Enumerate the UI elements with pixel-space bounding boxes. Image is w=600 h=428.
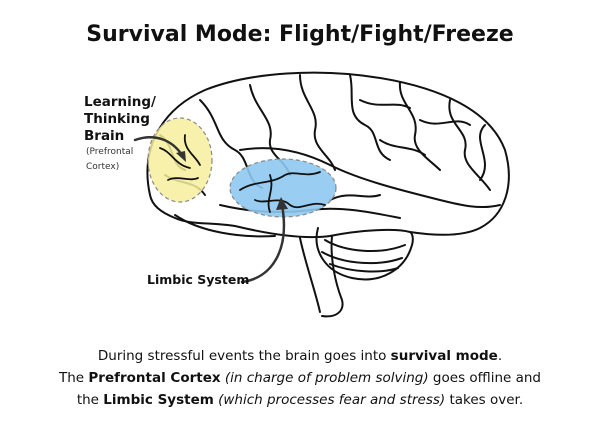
- caption-line-1: During stressful events the brain goes i…: [0, 345, 600, 367]
- label-line: Learning/: [84, 94, 156, 110]
- caption-line-2: The Prefrontal Cortex (in charge of prob…: [0, 367, 600, 389]
- caption-text: The: [58, 370, 89, 386]
- prefrontal-cortex-label: (Prefrontal Cortex): [86, 145, 156, 175]
- prefrontal-arrowhead: [176, 151, 186, 162]
- caption-text: During stressful events the brain goes i…: [97, 348, 391, 364]
- diagram-title: Survival Mode: Flight/Fight/Freeze: [86, 22, 514, 47]
- label-line: Brain: [84, 128, 125, 144]
- caption-bold: Limbic System: [103, 392, 214, 408]
- label-line: (Prefrontal: [86, 147, 134, 157]
- caption-line-3: the Limbic System (which processes fear …: [0, 389, 600, 411]
- limbic-arrowhead: [276, 197, 288, 210]
- caption-text: .: [497, 348, 503, 364]
- label-line: Cortex): [86, 162, 120, 172]
- brain-outline: [146, 71, 510, 239]
- limbic-arrow: [240, 203, 286, 284]
- caption-text: the: [76, 392, 104, 408]
- prefrontal-arrow: [133, 136, 184, 157]
- cerebellum: [315, 227, 414, 281]
- caption-italic: (which processes fear and stress): [213, 392, 446, 408]
- label-line: Thinking: [84, 111, 150, 127]
- caption: During stressful events the brain goes i…: [0, 345, 600, 411]
- caption-italic: (in charge of problem solving): [220, 370, 429, 386]
- caption-text: takes over.: [445, 392, 524, 408]
- limbic-system-label: Limbic System: [147, 272, 250, 287]
- brain-stem: [299, 235, 344, 318]
- learning-brain-label: Learning/ Thinking Brain: [84, 94, 164, 145]
- caption-bold: survival mode: [390, 348, 498, 364]
- caption-bold: Prefrontal Cortex: [88, 370, 221, 386]
- caption-text: goes offline and: [428, 370, 542, 386]
